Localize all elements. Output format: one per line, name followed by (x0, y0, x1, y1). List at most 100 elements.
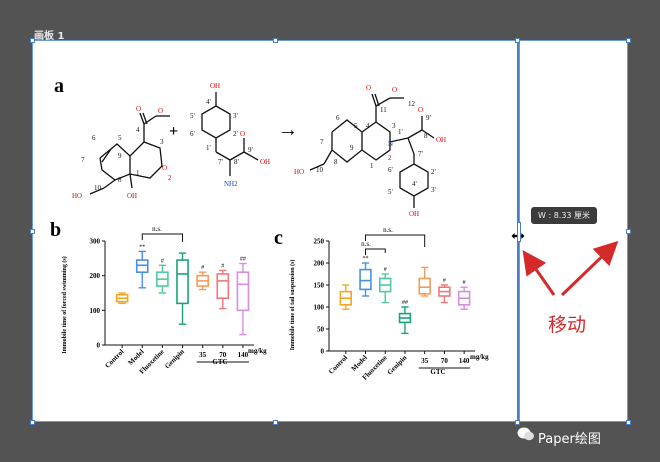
resize-handle-middle-left[interactable] (30, 229, 35, 234)
artboard-handle-top-right[interactable] (626, 38, 631, 43)
chart-c-y-tick-label: 150 (314, 282, 325, 290)
panel-c-label: c (274, 227, 283, 249)
chart-b-x-tick-label: Genipin (163, 348, 186, 371)
plus-sign: + (169, 123, 178, 140)
molecule-product (309, 93, 435, 208)
chart-b-y-tick-label: 300 (90, 238, 101, 246)
svg-text:9: 9 (118, 152, 122, 160)
svg-text:3': 3' (431, 186, 436, 194)
svg-text:1: 1 (136, 169, 140, 177)
chart-c-y-tick-label: 0 (321, 348, 325, 356)
svg-text:OH: OH (409, 210, 419, 218)
svg-text:4': 4' (206, 98, 211, 106)
chart-c-significance-mark: # (463, 280, 466, 286)
svg-text:O: O (392, 86, 397, 94)
chart-c-bracket-label-2: n.s. (383, 226, 393, 234)
chart-forced-swimming: b Immobile time of forced swimming (s) n… (50, 219, 267, 376)
svg-text:O: O (136, 105, 141, 113)
svg-text:O: O (162, 164, 167, 172)
chart-c-box-4 (418, 277, 431, 295)
molecule-product-atoms: O O 11 12 6 5 4 3 7 8 9 1 N 2 1' 8' 9' O… (294, 84, 446, 218)
svg-text:HO: HO (294, 168, 304, 176)
svg-text:12: 12 (408, 100, 416, 108)
svg-text:8: 8 (118, 176, 122, 184)
chart-c-bracket (365, 234, 426, 247)
chart-b-x-tick-label: 70 (219, 351, 227, 359)
resize-handle-bottom-center[interactable] (273, 420, 278, 425)
svg-text:3: 3 (160, 138, 164, 146)
chart-c-x-tick-label: Genipin (386, 354, 409, 377)
svg-text:6': 6' (190, 130, 195, 138)
svg-text:5: 5 (354, 122, 358, 130)
panel-a-reaction: a O O 4 5 3 6 7 (54, 75, 446, 218)
svg-text:OH: OH (260, 158, 270, 166)
svg-text:8': 8' (234, 158, 239, 166)
chart-c-y-axis-label: Immobile time of tail suspension (s) (289, 260, 296, 351)
resize-handle-middle-right[interactable] (517, 222, 521, 242)
watermark-text: Paper绘图 (538, 432, 601, 447)
chart-b-significance-mark: # (221, 263, 224, 269)
resize-handle-bottom-right[interactable] (515, 420, 520, 425)
chart-c-x-tick-label: 35 (421, 357, 429, 365)
chart-c-x-tick-label: Control (327, 354, 349, 376)
artboard-handle-bottom-right[interactable] (626, 420, 631, 425)
chart-c-group-label: GTC (430, 368, 445, 376)
chart-c-x-tick-label: 70 (441, 357, 449, 365)
chart-b-unit-label: mg/kg (248, 347, 267, 355)
svg-text:OH: OH (436, 136, 446, 144)
svg-text:O: O (366, 84, 371, 92)
chart-b-box-5 (216, 273, 230, 300)
molecule-genipin-atoms: O O 4 5 3 6 7 9 1 O 2 8 10 HO OH (72, 105, 172, 200)
svg-text:7': 7' (218, 158, 223, 166)
svg-text:11: 11 (380, 106, 387, 114)
resize-handle-top-right[interactable] (515, 38, 520, 43)
resize-handle-top-left[interactable] (30, 38, 35, 43)
chart-c-unit-label: mg/kg (470, 353, 489, 361)
svg-text:2': 2' (431, 168, 436, 176)
svg-text:2: 2 (388, 154, 392, 162)
svg-text:9: 9 (350, 144, 354, 152)
chart-c-y-tick-label: 200 (314, 260, 325, 268)
chart-b-significance-mark: # (161, 258, 164, 264)
chart-c-significance-mark: ** (363, 256, 369, 262)
artboard-handle-middle-right[interactable] (626, 229, 631, 234)
chart-b-box-6 (236, 271, 250, 312)
chart-b-x-tick-label: 140 (238, 351, 249, 359)
chart-b-significance-mark: # (201, 265, 204, 271)
chart-b-bracket (141, 233, 184, 242)
chart-b-x-tick-label: 35 (199, 351, 207, 359)
molecule-tyrosine (201, 92, 259, 176)
panel-a-label: a (54, 75, 64, 97)
svg-text:OH: OH (210, 82, 220, 90)
chart-b-y-tick-label: 0 (97, 342, 101, 350)
svg-text:9': 9' (248, 146, 253, 154)
chart-b-y-tick-label: 200 (90, 272, 101, 280)
resize-handle-bottom-left[interactable] (30, 420, 35, 425)
chart-c-x-tick-label: 140 (459, 357, 470, 365)
svg-text:OH: OH (127, 192, 137, 200)
svg-text:1: 1 (370, 162, 374, 170)
svg-text:N: N (388, 140, 393, 148)
svg-text:7: 7 (320, 138, 324, 146)
svg-text:10: 10 (316, 166, 324, 174)
chart-b-y-tick-label: 100 (90, 307, 101, 315)
svg-text:4: 4 (136, 126, 140, 134)
chart-c-y-tick-label: 250 (314, 238, 325, 246)
svg-text:O: O (158, 107, 163, 115)
chart-c-y-tick-label: 100 (314, 304, 325, 312)
artboard-tab-label[interactable]: 画板 1 (34, 31, 65, 42)
svg-text:NH2: NH2 (224, 180, 238, 188)
chart-c-box-1 (359, 268, 372, 291)
chart-c-bracket (365, 248, 386, 255)
svg-text:10: 10 (94, 184, 102, 192)
svg-text:7': 7' (418, 150, 423, 158)
resize-handle-top-center[interactable] (273, 38, 278, 43)
chart-b-significance-mark: ## (240, 257, 246, 263)
artboard-canvas[interactable]: a O O 4 5 3 6 7 (32, 40, 628, 422)
svg-text:5': 5' (388, 188, 393, 196)
chart-b-box-3 (176, 259, 189, 305)
reaction-arrow: → (278, 119, 298, 141)
figure-canvas: a O O 4 5 3 6 7 (50, 75, 489, 382)
svg-text:6': 6' (388, 166, 393, 174)
move-annotation-text: 移动 (548, 314, 587, 336)
